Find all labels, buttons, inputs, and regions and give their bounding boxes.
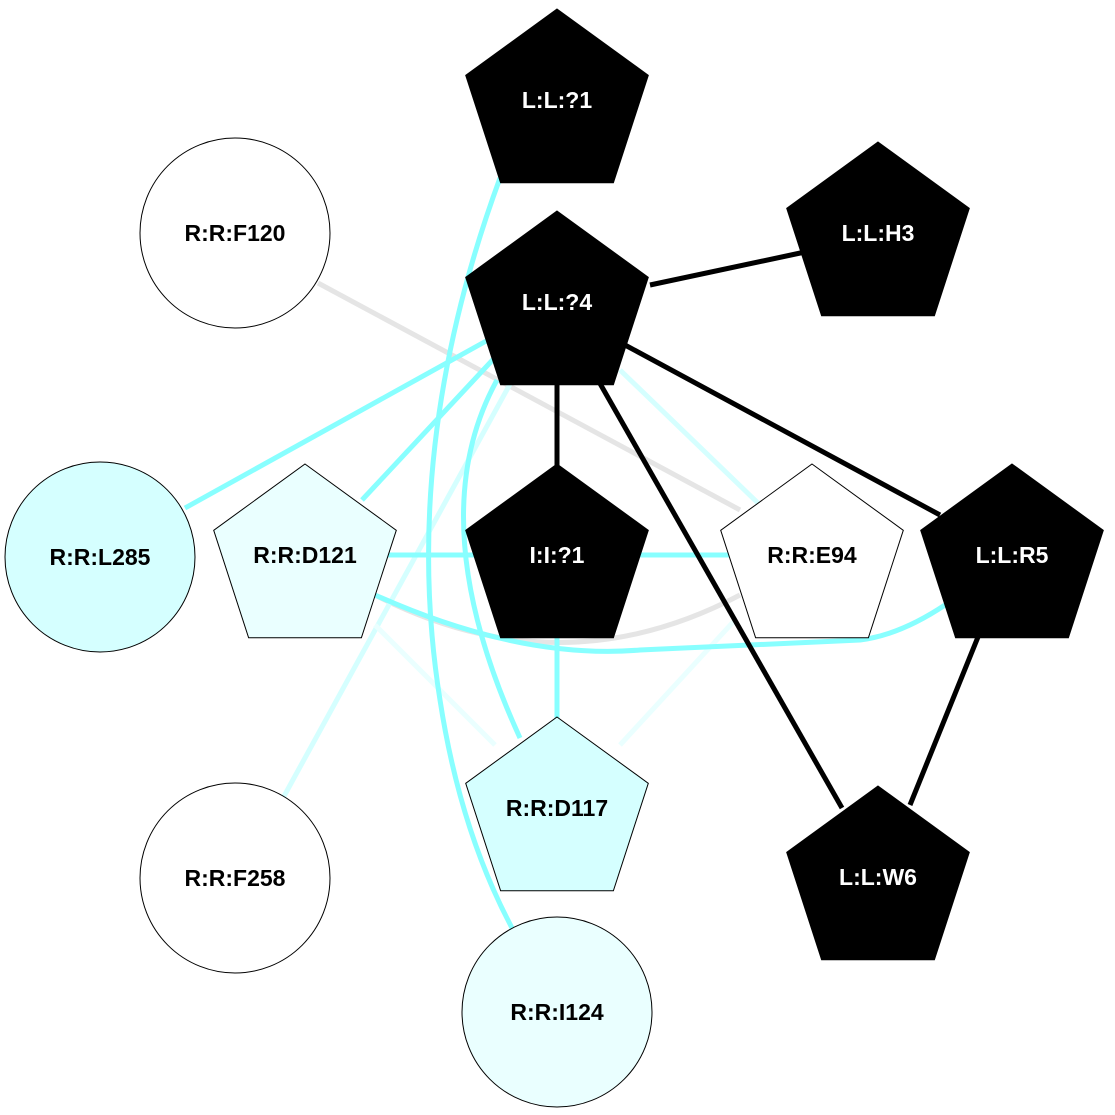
node-R:R:I124[interactable]: R:R:I124 xyxy=(461,916,653,1108)
node-R:R:F120[interactable]: R:R:F120 xyxy=(139,137,331,329)
node-label: L:L:H3 xyxy=(842,220,915,246)
pentagon-shape xyxy=(720,463,904,639)
circle-shape xyxy=(461,916,653,1108)
circle-shape xyxy=(4,461,196,653)
edge-L:L:?4-R:R:D121 xyxy=(360,350,502,502)
edge-R:R:F120-R:R:E94 xyxy=(316,280,742,513)
edge-R:R:D121-L:L:R5 xyxy=(373,592,947,654)
edge-L:L:R5-L:L:W6 xyxy=(907,631,983,806)
node-label: L:L:?1 xyxy=(522,87,592,113)
edge-L:L:?4-L:L:W6 xyxy=(595,378,845,810)
node-L:L:?4[interactable]: L:L:?4 xyxy=(465,210,649,386)
node-L:L:R5[interactable]: L:L:R5 xyxy=(920,463,1104,639)
pentagon-shape xyxy=(465,8,649,184)
pentagon-shape xyxy=(465,716,649,892)
pentagon-shape xyxy=(213,463,397,639)
pentagon-shape xyxy=(465,210,649,386)
edge-L:L:?4-R:R:E94 xyxy=(618,368,762,507)
pentagon-shape xyxy=(920,463,1104,639)
edge-L:L:?4-L:L:R5 xyxy=(623,342,942,518)
node-R:R:D121[interactable]: R:R:D121 xyxy=(213,463,397,639)
edge-L:L:?1-R:R:I124 xyxy=(426,177,515,930)
node-L:L:H3[interactable]: L:L:H3 xyxy=(786,141,970,317)
node-L:L:?1[interactable]: L:L:?1 xyxy=(465,8,649,184)
node-label: L:L:R5 xyxy=(976,542,1049,568)
node-R:R:D117[interactable]: R:R:D117 xyxy=(465,716,649,892)
node-label: I:I:?1 xyxy=(530,542,585,568)
node-label: L:L:W6 xyxy=(839,864,917,890)
node-label: R:R:D121 xyxy=(253,542,357,568)
edge-L:L:?4-R:R:D117 xyxy=(461,378,523,740)
circle-shape xyxy=(139,137,331,329)
edge-L:L:?4-L:L:H3 xyxy=(649,249,806,288)
node-label: R:R:E94 xyxy=(767,542,857,568)
edge-R:R:E94-R:R:D117 xyxy=(618,618,737,747)
circle-shape xyxy=(139,782,331,974)
node-label: L:L:?4 xyxy=(522,289,592,315)
node-I:I:?1[interactable]: I:I:?1 xyxy=(465,463,649,639)
edge-R:R:D121-R:R:D117 xyxy=(373,623,497,747)
node-label: R:R:D117 xyxy=(506,795,608,821)
node-label: R:R:L285 xyxy=(50,544,151,570)
node-label: R:R:F120 xyxy=(185,220,286,246)
node-R:R:L285[interactable]: R:R:L285 xyxy=(4,461,196,653)
node-L:L:W6[interactable]: L:L:W6 xyxy=(786,785,970,961)
node-label: R:R:I124 xyxy=(510,999,604,1025)
edge-L:L:?4-R:R:L285 xyxy=(183,337,490,511)
node-R:R:E94[interactable]: R:R:E94 xyxy=(720,463,904,639)
node-label: R:R:F258 xyxy=(185,865,286,891)
pentagon-shape xyxy=(786,141,970,317)
pentagon-shape xyxy=(465,463,649,639)
node-R:R:F258[interactable]: R:R:F258 xyxy=(139,782,331,974)
pentagon-shape xyxy=(786,785,970,961)
edge-L:L:?4-R:R:F258 xyxy=(280,373,518,800)
